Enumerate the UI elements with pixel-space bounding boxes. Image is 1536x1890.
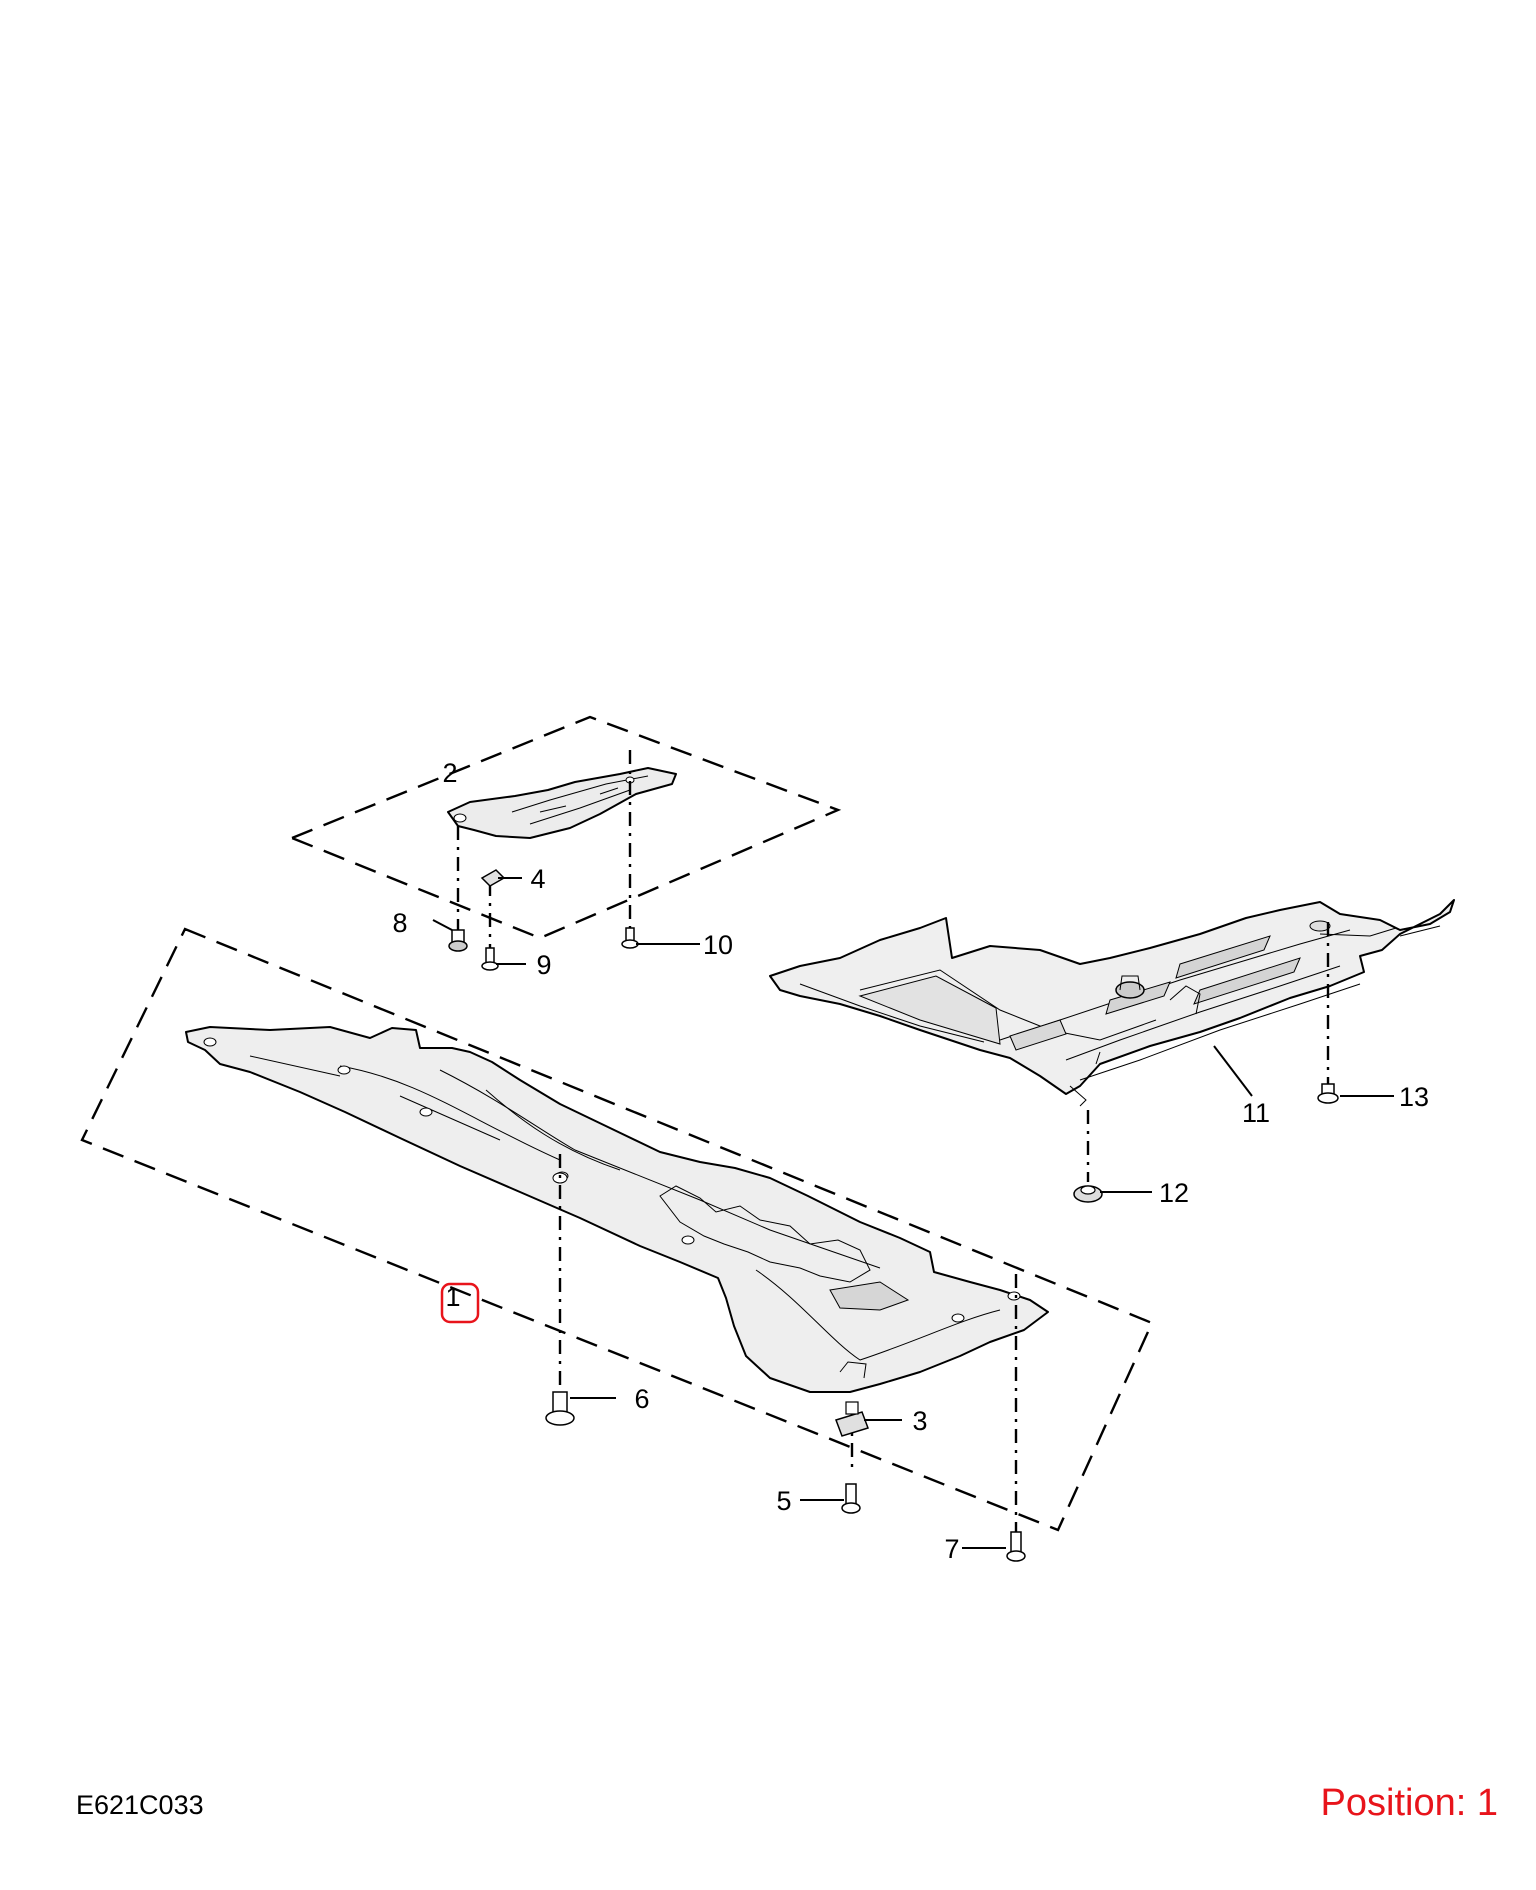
callout-12[interactable]: 12 — [1159, 1178, 1189, 1208]
bolt-part-13[interactable] — [1317, 1083, 1339, 1104]
selected-callout-highlight — [440, 1282, 480, 1324]
callout-2[interactable]: 2 — [442, 758, 457, 788]
callout-8[interactable]: 8 — [392, 908, 407, 938]
leader-line — [1213, 1045, 1253, 1097]
leader-line — [432, 919, 453, 931]
main-shield-part-1[interactable] — [185, 1026, 1049, 1393]
upper-shield-part-2[interactable] — [447, 767, 677, 839]
group-boundary-lower — [80, 927, 1154, 1532]
nut-part-12[interactable] — [1073, 1185, 1103, 1203]
callout-7[interactable]: 7 — [944, 1534, 959, 1564]
callout-11[interactable]: 11 — [1242, 1098, 1270, 1128]
bolt-part-5[interactable] — [841, 1483, 861, 1514]
callout-4[interactable]: 4 — [530, 864, 545, 894]
bolt-part-9[interactable] — [481, 947, 499, 971]
callout-1[interactable]: 1 — [445, 1282, 460, 1312]
bolt-part-7[interactable] — [1006, 1531, 1026, 1562]
group-boundary-upper — [288, 715, 842, 940]
bolt-part-10[interactable] — [621, 927, 639, 949]
callout-3[interactable]: 3 — [912, 1406, 927, 1436]
callout-10[interactable]: 10 — [703, 930, 733, 960]
nut-part-3[interactable] — [835, 1401, 869, 1437]
bolt-part-8[interactable] — [448, 929, 468, 952]
position-label: Position: 1 — [1320, 1782, 1498, 1824]
rear-shield-part-11[interactable] — [769, 899, 1455, 1107]
callout-6[interactable]: 6 — [634, 1384, 649, 1414]
callout-13[interactable]: 13 — [1399, 1082, 1429, 1112]
bolt-part-6[interactable] — [545, 1391, 575, 1426]
callout-9[interactable]: 9 — [536, 950, 551, 980]
diagram-code: E621C033 — [76, 1790, 204, 1820]
callout-5[interactable]: 5 — [776, 1486, 791, 1516]
